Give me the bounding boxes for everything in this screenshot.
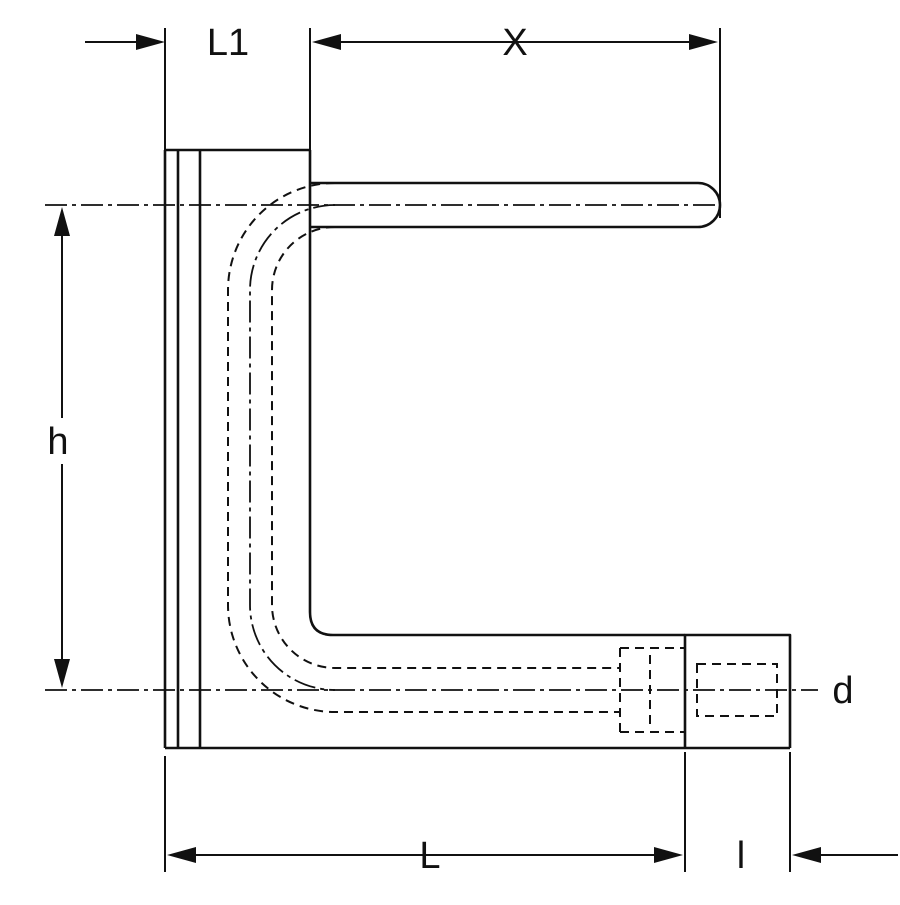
label-d: d bbox=[832, 670, 853, 712]
object-outline bbox=[163, 148, 792, 750]
mounting-plate bbox=[163, 148, 790, 750]
label-l1: L1 bbox=[207, 22, 249, 64]
thread-dashed bbox=[696, 663, 778, 717]
dimension-l-small: l bbox=[737, 835, 898, 877]
hidden-pipe-walls bbox=[227, 182, 778, 733]
pipe-inner-wall-dashed bbox=[271, 226, 620, 669]
pipe-outer-wall-dashed bbox=[227, 182, 620, 713]
dimension-l-large: L bbox=[167, 835, 683, 877]
arrowhead-h-up bbox=[54, 207, 70, 236]
end-fitting bbox=[683, 633, 792, 748]
bend-centerline bbox=[249, 204, 336, 691]
arrowhead-x-left bbox=[312, 34, 341, 50]
label-x: X bbox=[502, 22, 527, 64]
extension-lines bbox=[164, 28, 791, 872]
centerlines bbox=[45, 204, 818, 691]
dimension-l1: L1 bbox=[85, 22, 249, 64]
label-h: h bbox=[47, 421, 68, 463]
arrowhead-h-down bbox=[54, 659, 70, 688]
arrowhead-l-large-right bbox=[654, 847, 683, 863]
housing-edge bbox=[308, 150, 685, 637]
arrowhead-x-right bbox=[689, 34, 718, 50]
arrowhead-l1-right bbox=[136, 34, 165, 50]
label-l-small: l bbox=[737, 835, 745, 877]
dimension-x: X bbox=[312, 22, 718, 64]
arrowhead-l-large-left bbox=[167, 847, 196, 863]
dimension-d: d bbox=[832, 670, 853, 712]
label-l-large: L bbox=[419, 835, 440, 877]
spigot-collar-dashed bbox=[619, 647, 685, 733]
dimension-h: h bbox=[47, 207, 70, 688]
arrowhead-l-small-left bbox=[792, 847, 821, 863]
